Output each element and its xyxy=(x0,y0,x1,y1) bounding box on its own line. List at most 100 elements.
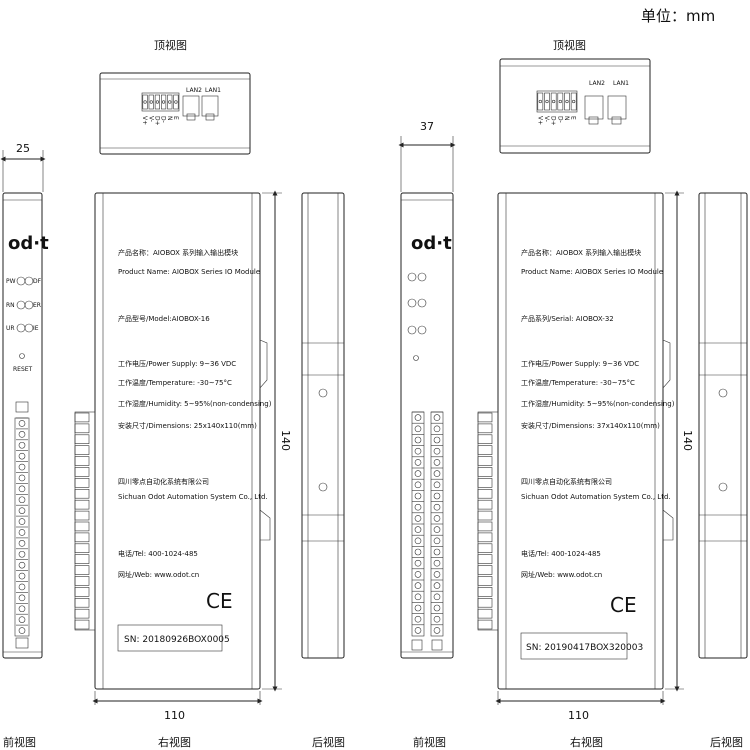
power-right: 工作电压/Power Supply: 9~36 VDC xyxy=(521,359,639,368)
side-view-caption-right: 右视图 xyxy=(570,735,603,749)
led-label-ie: IE xyxy=(33,325,39,332)
terminal-screw xyxy=(433,582,441,589)
terminal-screw xyxy=(161,100,166,104)
front-view-right: od·t xyxy=(400,192,454,659)
terminal-screw xyxy=(414,503,422,511)
terminal-label: V- xyxy=(543,116,550,122)
model-left: 产品型号/Model:AIOBOX-16 xyxy=(118,314,210,323)
terminal-slot xyxy=(550,92,557,111)
terminal-slot xyxy=(564,92,570,111)
terminal-screw xyxy=(552,99,556,104)
terminal-screw xyxy=(545,99,549,104)
terminal-screw xyxy=(18,452,26,460)
terminal-screw xyxy=(433,604,441,612)
connector-tooth xyxy=(477,412,493,423)
terminal-screw xyxy=(433,481,441,489)
terminal-screw xyxy=(174,100,178,104)
front-view-left: od·t PW RN UR DF ER IE RESET xyxy=(2,192,49,659)
humidity-right: 工作湿度/Humidity: 5~95%(non-condensing) xyxy=(521,399,675,408)
led-label-rn: RN xyxy=(6,302,15,309)
sn-right: SN: 20190417BOX320003 xyxy=(526,643,643,653)
connector-tooth xyxy=(74,576,90,586)
connector-tooth xyxy=(477,587,493,597)
terminal-label: D+ xyxy=(153,116,160,126)
product-name-cn-left: 产品名称：AIOBOX 系列输入输出模块 xyxy=(118,248,238,257)
connector-tooth xyxy=(74,554,90,564)
terminal-screw xyxy=(433,559,441,567)
terminal-screw xyxy=(565,99,569,104)
terminal-screw xyxy=(18,550,26,558)
connector-tooth xyxy=(74,532,90,543)
terminal-screw xyxy=(414,515,422,522)
connector-tooth xyxy=(477,467,493,477)
product-name-en-right: Product Name: AIOBOX Series IO Module xyxy=(521,268,663,276)
connector-tooth xyxy=(74,423,90,434)
terminal-screw xyxy=(414,436,422,444)
terminal-screw xyxy=(433,548,441,556)
back-view-caption-left: 后视图 xyxy=(312,735,345,749)
terminal-label: E xyxy=(570,116,577,120)
terminal-screw xyxy=(433,571,441,578)
connector-tooth xyxy=(477,576,493,586)
terminal-screw xyxy=(18,605,26,613)
connector-tooth xyxy=(477,543,493,553)
connector-tooth xyxy=(477,565,493,575)
connector-tooth xyxy=(74,412,90,423)
web-left: 网址/Web: www.odot.cn xyxy=(118,570,199,579)
terminal-screw xyxy=(143,100,147,104)
product-name-cn-right: 产品名称：AIOBOX 系列输入输出模块 xyxy=(521,248,641,257)
width-dim-left: 25 xyxy=(16,142,30,155)
terminal-screw xyxy=(18,485,26,493)
terminal-screw xyxy=(414,470,422,477)
sn-left: SN: 20180926BOX0005 xyxy=(124,635,230,645)
temperature-left: 工作温度/Temperature: -30~75°C xyxy=(118,378,232,387)
terminal-screw xyxy=(414,559,422,567)
terminal-label: V+ xyxy=(536,116,543,125)
terminal-screw xyxy=(414,425,422,433)
product-label-left: 产品名称：AIOBOX 系列输入输出模块 Product Name: AIOBO… xyxy=(117,248,272,652)
terminal-screw xyxy=(18,540,26,547)
tel-right: 电话/Tel: 400-1024-485 xyxy=(521,549,601,558)
terminal-screw xyxy=(572,99,576,104)
terminal-screw xyxy=(433,627,441,634)
terminal-screw xyxy=(433,615,441,623)
terminal-screw xyxy=(433,526,441,533)
terminal-screw xyxy=(433,425,441,433)
connector-tooth xyxy=(74,467,90,477)
terminal-screw xyxy=(414,548,422,556)
top-view-left: LAN2 LAN1 xyxy=(99,72,251,155)
terminal-screw xyxy=(414,604,422,612)
led-label-df: DF xyxy=(33,278,42,285)
connector-tooth xyxy=(74,587,90,597)
terminal-label: N xyxy=(563,116,570,121)
terminal-screw xyxy=(18,463,26,471)
connector-tooth xyxy=(74,434,90,444)
terminal-screw xyxy=(18,474,26,482)
product-label-right: 产品名称：AIOBOX 系列输入输出模块 Product Name: AIOBO… xyxy=(520,248,675,660)
reset-label-left: RESET xyxy=(13,366,33,373)
terminal-screw xyxy=(414,571,422,578)
terminal-label: V- xyxy=(147,116,154,122)
height-dim-right: 140 xyxy=(681,430,694,451)
terminal-screw xyxy=(414,537,422,545)
connector-tooth xyxy=(74,608,90,619)
connector-tooth xyxy=(74,619,90,630)
connector-tooth xyxy=(74,597,90,608)
terminal-slot xyxy=(154,94,160,110)
ce-mark-right: CE xyxy=(610,593,637,617)
unit-label: 单位：mm xyxy=(641,7,715,25)
side-view-left xyxy=(74,190,282,692)
connector-tooth xyxy=(74,543,90,553)
top-view-title-left: 顶视图 xyxy=(154,38,187,52)
terminal-screw xyxy=(18,627,26,634)
logo-right: od·t xyxy=(411,233,452,254)
terminal-screw xyxy=(149,100,153,104)
terminal-screw xyxy=(414,459,422,466)
terminal-slot xyxy=(161,94,167,110)
connector-tooth xyxy=(74,521,90,532)
connector-tooth xyxy=(74,445,90,455)
terminal-screw xyxy=(558,99,562,104)
terminal-screw xyxy=(433,436,441,444)
terminal-screw xyxy=(433,459,441,466)
